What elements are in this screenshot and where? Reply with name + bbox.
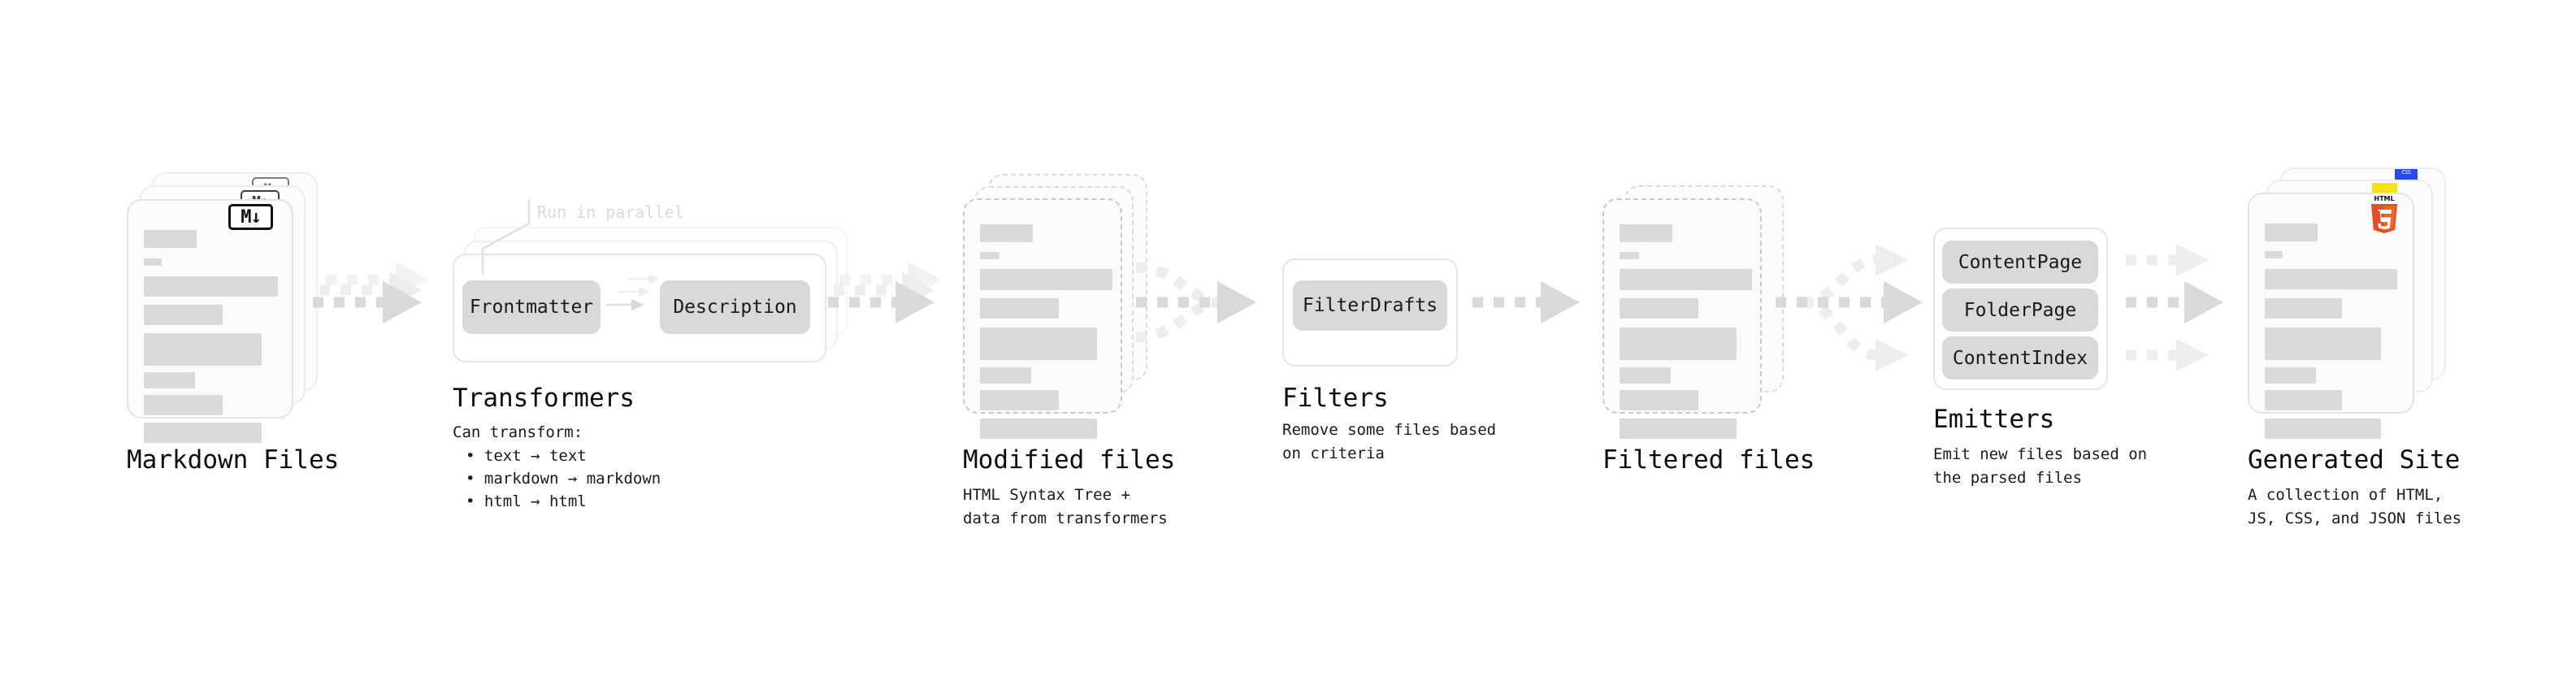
skeleton-bar xyxy=(1620,390,1698,410)
arrow-emitters-to-generated xyxy=(2126,244,2223,371)
skeleton-bar xyxy=(980,224,1033,242)
skeleton-bar xyxy=(1620,327,1737,360)
modified-files-subtitle: HTML Syntax Tree + data from transformer… xyxy=(963,486,1168,527)
skeleton-bar xyxy=(2265,298,2342,319)
skeleton-bar xyxy=(144,333,262,366)
skeleton-bar xyxy=(144,423,262,443)
markdown-badge: M↓ xyxy=(228,204,273,230)
css-badge: CSS xyxy=(2395,169,2418,180)
skeleton-bar xyxy=(2265,269,2397,289)
skeleton-bar xyxy=(1620,224,1672,242)
transformers-subtitle: Can transform: xyxy=(453,423,583,441)
transformers-bullet-3: • html → html xyxy=(466,492,587,510)
arrow-markdown-to-transformers xyxy=(313,262,428,323)
pill-folderpage[interactable]: FolderPage xyxy=(1942,288,2098,332)
skeleton-bar xyxy=(1620,252,1639,259)
skeleton-bar xyxy=(144,258,162,266)
skeleton-bar xyxy=(980,252,1000,259)
svg-text:HTML: HTML xyxy=(2374,195,2394,202)
html5-icon: HTML xyxy=(2371,195,2397,233)
skeleton-bar xyxy=(144,305,223,325)
skeleton-bar xyxy=(2265,327,2381,360)
skeleton-bar xyxy=(144,372,195,388)
skeleton-bar xyxy=(1620,419,1737,439)
pill-frontmatter[interactable]: Frontmatter xyxy=(462,280,601,334)
pill-description[interactable]: Description xyxy=(660,280,810,334)
emitters-subtitle: Emit new files based on the parsed files xyxy=(1933,445,2148,487)
markdown-files-title: Markdown Files xyxy=(127,445,340,475)
run-in-parallel-note: Run in parallel xyxy=(537,202,684,222)
skeleton-bar xyxy=(144,395,223,415)
emitters-title: Emitters xyxy=(1933,405,2055,434)
skeleton-bar xyxy=(980,298,1059,319)
filters-subtitle: Remove some files based on criteria xyxy=(1282,421,1497,462)
skeleton-bar xyxy=(2265,251,2283,258)
generated-site-subtitle: A collection of HTML, JS, CSS, and JSON … xyxy=(2248,486,2462,527)
css-badge-label: CSS xyxy=(2395,169,2418,176)
filtered-files-title: Filtered files xyxy=(1602,445,1815,475)
skeleton-bar xyxy=(980,269,1112,290)
arrow-filters-to-filtered xyxy=(1472,281,1580,323)
skeleton-bar xyxy=(980,419,1097,439)
skeleton-bar xyxy=(144,230,197,248)
arrow-filtered-to-emitters xyxy=(1776,244,1923,371)
generated-site-title: Generated Site xyxy=(2248,445,2461,475)
skeleton-bar xyxy=(1620,269,1752,290)
transformers-bullet-1: • text → text xyxy=(466,447,587,465)
pill-contentindex[interactable]: ContentIndex xyxy=(1942,336,2098,380)
pill-contentpage[interactable]: ContentPage xyxy=(1942,241,2098,284)
skeleton-bar xyxy=(1620,298,1698,319)
skeleton-bar xyxy=(980,327,1097,360)
modified-files-title: Modified files xyxy=(963,445,1176,475)
skeleton-bar xyxy=(2265,390,2342,410)
skeleton-bar xyxy=(980,367,1031,384)
skeleton-bar xyxy=(980,390,1059,410)
arrow-modified-to-filters xyxy=(1135,262,1256,343)
transformers-title: Transformers xyxy=(453,384,635,413)
transformers-bullet-2: • markdown → markdown xyxy=(466,470,661,488)
pill-filterdrafts[interactable]: FilterDrafts xyxy=(1293,280,1447,331)
skeleton-bar xyxy=(1620,367,1671,384)
skeleton-bar xyxy=(2265,223,2318,241)
skeleton-bar xyxy=(2265,419,2381,439)
skeleton-bar xyxy=(2265,367,2316,384)
filters-title: Filters xyxy=(1282,384,1389,413)
skeleton-bar xyxy=(144,276,278,297)
